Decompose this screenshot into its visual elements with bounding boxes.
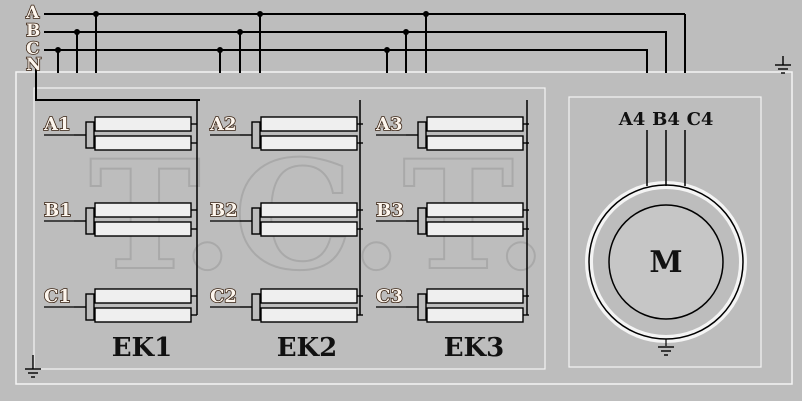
terminal-leads: [44, 134, 406, 308]
bus-line-b: [44, 31, 667, 73]
heater-bank-ek1: [74, 100, 528, 315]
motor-terminal-b4: B4: [652, 109, 680, 130]
phase-label-c: C: [26, 39, 40, 59]
bank-label-ek1: EK1: [112, 333, 173, 363]
motor-terminal-c4: C4: [687, 109, 714, 130]
neutral-bus: [35, 68, 200, 101]
bank-label-ek2: EK2: [277, 333, 338, 363]
phase-label-a: A: [25, 3, 40, 23]
outer-enclosure: [15, 71, 793, 385]
heater-elements: [74, 116, 529, 323]
ground-icon: [658, 346, 674, 356]
bank-label-ek3: EK3: [444, 333, 505, 363]
phase-label-b: B: [26, 21, 40, 41]
junction-dots: [55, 11, 429, 53]
bus-line-c: [44, 49, 648, 73]
ground-icon: [25, 355, 41, 378]
phase-bus: [35, 13, 686, 101]
terminal-c1: C1: [44, 286, 71, 307]
terminal-c3: C3: [376, 286, 403, 307]
phase-label-n: N: [26, 55, 42, 75]
motor-enclosure: [568, 96, 762, 368]
terminal-b2: B2: [210, 200, 238, 221]
terminal-a1: A1: [43, 114, 71, 135]
terminal-a3: A3: [375, 114, 403, 135]
motor-terminal-a4: A4: [618, 109, 646, 130]
motor-symbol: [585, 130, 747, 346]
terminal-b1: B1: [44, 200, 72, 221]
terminal-c2: C2: [210, 286, 237, 307]
terminal-a2: A2: [209, 114, 237, 135]
heater-enclosure: [33, 87, 546, 370]
ground-icon: [775, 56, 791, 74]
terminal-b3: B3: [376, 200, 404, 221]
motor-label: M: [649, 245, 682, 280]
bus-drops: [57, 14, 427, 73]
